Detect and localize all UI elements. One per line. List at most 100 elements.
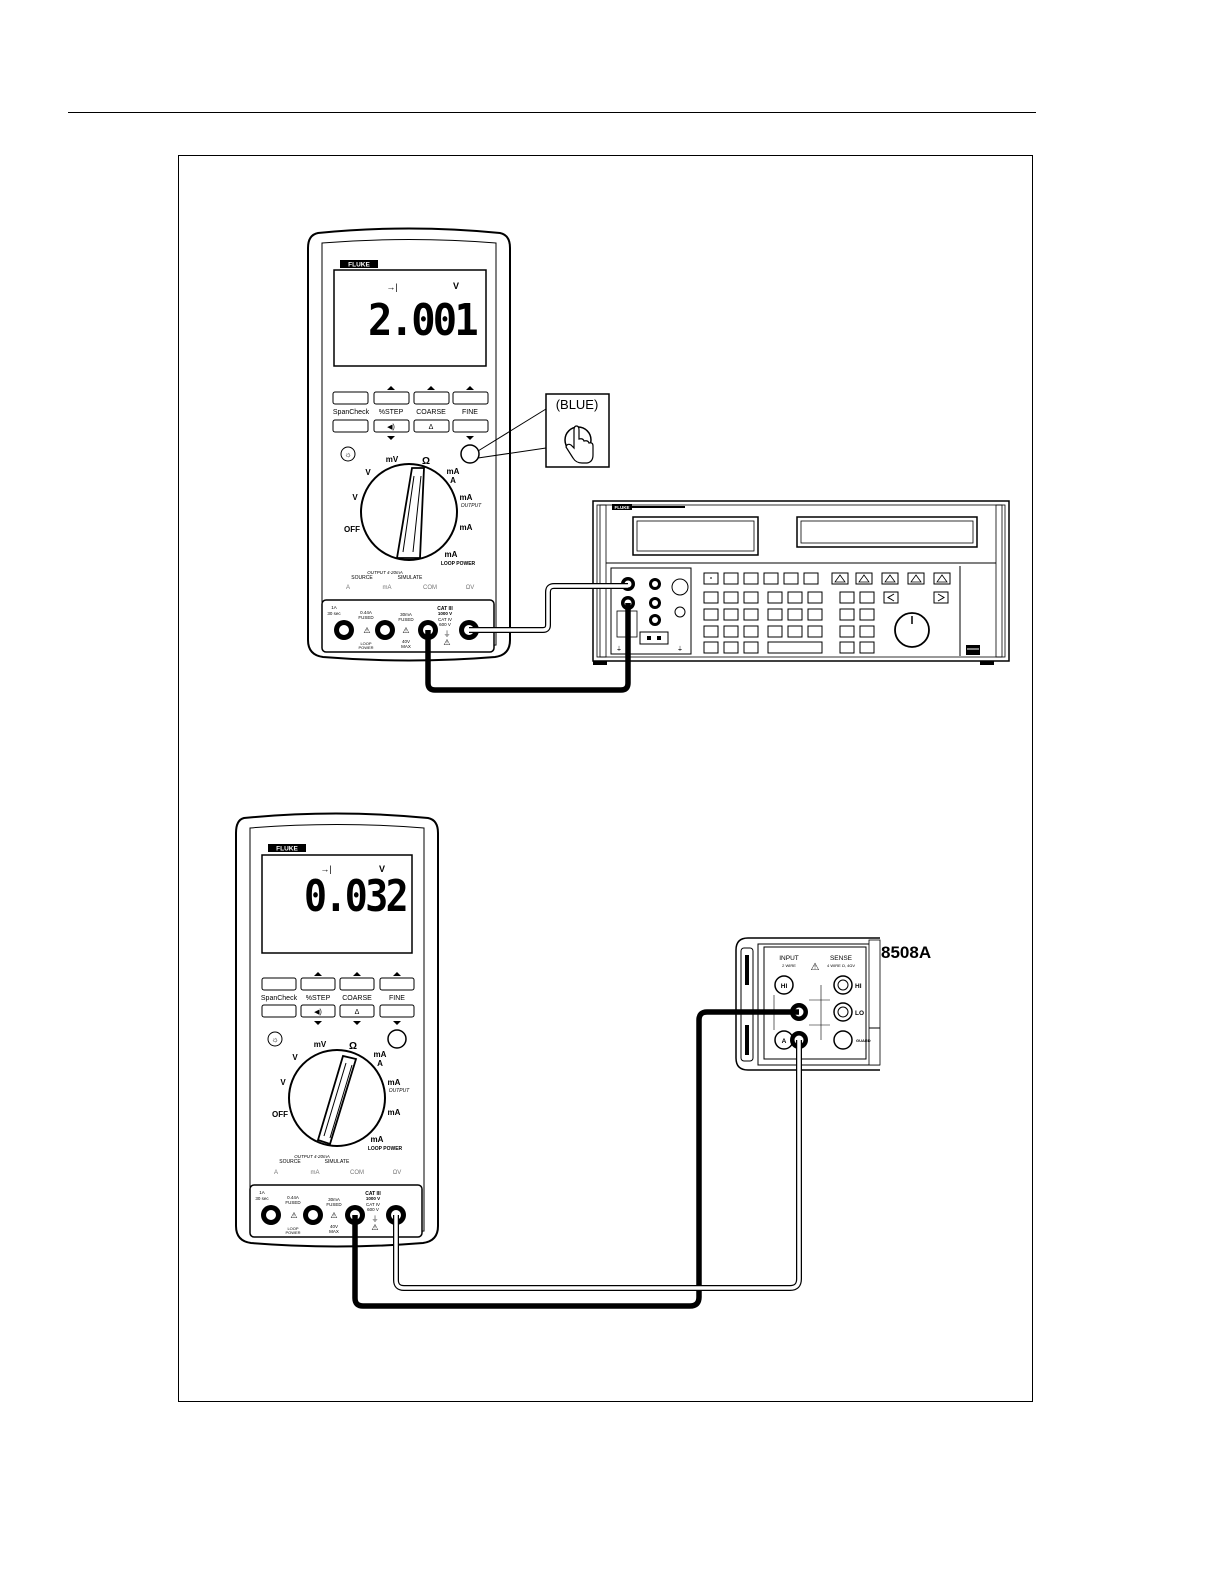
meter-bottom-key-7[interactable]	[339, 1004, 375, 1018]
calibrator-key-r3-5[interactable]	[787, 608, 803, 621]
meter-bottom-warning-icon-2: ⚠	[330, 1211, 337, 1220]
calibrator-key-r5-3[interactable]	[743, 641, 759, 654]
meter-bottom-diode-icon: →|	[320, 864, 331, 874]
calibrator-range-up-3[interactable]	[881, 572, 899, 585]
calibrator: FLUKE ⏚ ⏚	[592, 500, 1010, 665]
calibrator-range-up-5[interactable]	[933, 572, 951, 585]
calibrator-guard-terminal[interactable]	[671, 578, 689, 596]
calibrator-range-up-4[interactable]	[907, 572, 925, 585]
dmm-8508a-guard-terminal[interactable]	[833, 1030, 853, 1050]
calibrator-softkey-6[interactable]	[803, 572, 819, 585]
meter-bottom-key-1[interactable]	[261, 977, 297, 991]
calibrator-output-display	[632, 516, 759, 556]
calibrator-key-left[interactable]	[883, 591, 899, 604]
calibrator-key-r3-8[interactable]	[859, 608, 875, 621]
dmm-8508a-input-hi-label: HI	[781, 983, 788, 990]
meter-top-jack-40v: 40V	[402, 639, 410, 644]
meter-bottom-dial-v-ac: V	[280, 1078, 286, 1087]
dmm-8508a-sense-lo-label: LO	[855, 1010, 864, 1017]
calibrator-key-r3-7[interactable]	[839, 608, 855, 621]
meter-top-jack-v1: 1000 V	[438, 611, 452, 616]
calibrator-softkey-2[interactable]	[723, 572, 739, 585]
calibrator-ground-terminal[interactable]	[674, 606, 686, 618]
calibrator-power-switch[interactable]	[966, 645, 980, 655]
calibrator-range-up-2[interactable]	[855, 572, 873, 585]
meter-bottom-key-3[interactable]	[339, 977, 375, 991]
meter-bottom-key-6[interactable]	[300, 1004, 336, 1018]
calibrator-key-r4-3[interactable]	[743, 625, 759, 638]
calibrator-key-r3-1[interactable]	[703, 608, 719, 621]
meter-bottom-key-2[interactable]	[300, 977, 336, 991]
calibrator-key-r2-6[interactable]	[807, 591, 823, 604]
calibrator-key-r2-3[interactable]	[743, 591, 759, 604]
calibrator-key-r4-4[interactable]	[767, 625, 783, 638]
calibrator-key-r4-6[interactable]	[807, 625, 823, 638]
meter-top-warning-icon-3: ⚠	[443, 638, 450, 647]
meter-bottom-blue-button[interactable]	[387, 1029, 407, 1049]
meter-top-label-coarse: COARSE	[416, 409, 446, 416]
figure-frame	[178, 155, 1033, 1402]
meter-top-strip-ma: mA	[383, 585, 392, 591]
calibrator-key-r2-4[interactable]	[767, 591, 783, 604]
meter-top-dial-off: OFF	[344, 525, 360, 534]
meter-top-key-3[interactable]	[413, 391, 450, 405]
calibrator-key-r2-8[interactable]	[859, 591, 875, 604]
meter-top-dial-v-dc: V	[365, 468, 371, 477]
meter-bottom-dial-v-dc: V	[292, 1053, 298, 1062]
blue-button-callout: (BLUE)	[477, 393, 610, 468]
meter-bottom-key-5[interactable]	[261, 1004, 297, 1018]
calibrator-key-r3-3[interactable]	[743, 608, 759, 621]
calibrator-softkey-3[interactable]	[743, 572, 759, 585]
meter-top-strip-a: A	[346, 585, 350, 591]
meter-top-brand-plate	[340, 260, 378, 268]
meter-top-key-1[interactable]	[332, 391, 369, 405]
meter-bottom-dial-ohm: Ω	[349, 1041, 357, 1052]
calibrator-key-r5-2[interactable]	[723, 641, 739, 654]
meter-bottom-dial-ma-out: mA	[388, 1078, 401, 1087]
meter-top-blue-button[interactable]	[460, 444, 480, 464]
calibrator-key-r5-4[interactable]	[767, 641, 823, 654]
dmm-8508a-input-hi-terminal[interactable]	[774, 975, 794, 995]
calibrator-key-r5-1[interactable]	[703, 641, 719, 654]
calibrator-up-arrow-icons	[834, 574, 948, 583]
calibrator-softkey-4[interactable]	[763, 572, 779, 585]
meter-bottom-dial-output: OUTPUT	[389, 1088, 411, 1094]
calibrator-key-r4-2[interactable]	[723, 625, 739, 638]
meter-bottom-dial-ma-a: mA	[374, 1050, 387, 1059]
meter-top-dial-ma-out: mA	[460, 493, 473, 502]
calibrator-key-right[interactable]	[933, 591, 949, 604]
calibrator-key-r4-5[interactable]	[787, 625, 803, 638]
meter-bottom-backlight-button[interactable]	[267, 1031, 283, 1047]
calibrator-key-r4-1[interactable]	[703, 625, 719, 638]
meter-top-key-2[interactable]	[373, 391, 410, 405]
meter-bottom-key-4[interactable]	[379, 977, 415, 991]
calibrator-key-r2-5[interactable]	[787, 591, 803, 604]
calibrator-key-r2-1[interactable]	[703, 591, 719, 604]
calibrator-range-up-1[interactable]	[831, 572, 849, 585]
calibrator-key-r2-7[interactable]	[839, 591, 855, 604]
meter-top-key-5[interactable]	[332, 419, 369, 433]
meter-bottom-jack-fused-a: FUSED	[285, 1200, 301, 1205]
meter-top-key-7[interactable]	[413, 419, 450, 433]
bottom-grey-lead	[393, 1040, 802, 1291]
calibrator-key-r3-6[interactable]	[807, 608, 823, 621]
calibrator-softkey-5[interactable]	[783, 572, 799, 585]
calibrator-key-r5-6[interactable]	[859, 641, 875, 654]
meter-bottom-dial-off: OFF	[272, 1110, 288, 1119]
top-black-lead	[425, 603, 631, 693]
calibrator-key-r4-8[interactable]	[859, 625, 875, 638]
calibrator-key-r3-4[interactable]	[767, 608, 783, 621]
meter-top-dial-pointer	[395, 467, 425, 559]
calibrator-adjust-knob[interactable]	[894, 612, 930, 648]
meter-top-backlight-button[interactable]	[340, 446, 356, 462]
calibrator-key-r5-5[interactable]	[839, 641, 855, 654]
meter-top-key-8[interactable]	[452, 419, 489, 433]
meter-bottom-key-8[interactable]	[379, 1004, 415, 1018]
calibrator-key-r4-7[interactable]	[839, 625, 855, 638]
calibrator-key-r3-2[interactable]	[723, 608, 739, 621]
meter-top-key-6[interactable]	[373, 419, 410, 433]
meter-top-key-4[interactable]	[452, 391, 489, 405]
calibrator-key-r2-2[interactable]	[723, 591, 739, 604]
calibrator-ground-icon-2: ⏚	[677, 646, 683, 653]
